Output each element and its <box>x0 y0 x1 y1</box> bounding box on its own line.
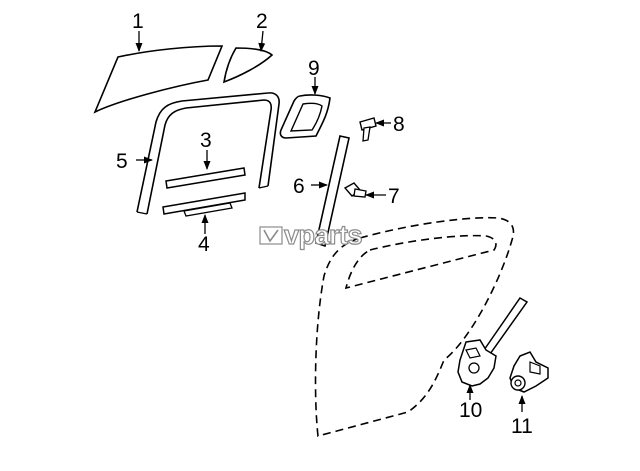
watermark-logo-mark <box>259 226 283 245</box>
leader-arrows <box>135 30 526 412</box>
part-1-door-glass[interactable] <box>93 45 224 114</box>
callout-7: 7 <box>388 185 400 208</box>
part-5-run-channel[interactable] <box>136 92 280 215</box>
part-3-belt-moulding[interactable] <box>165 167 246 189</box>
part-10-window-regulator[interactable] <box>457 297 529 387</box>
part-9-quarter-seal[interactable] <box>279 94 331 139</box>
callout-5: 5 <box>116 150 128 173</box>
arrow-2 <box>258 30 266 52</box>
callout-labels: 1 2 3 4 5 6 7 8 9 10 11 <box>116 10 533 438</box>
part-7-bolt[interactable] <box>343 182 367 198</box>
callout-10: 10 <box>459 399 482 422</box>
part-11-window-motor[interactable] <box>509 351 549 393</box>
door-outline <box>314 216 515 438</box>
callout-9: 9 <box>308 57 320 80</box>
callout-4: 4 <box>198 233 210 256</box>
watermark-logo: vparts <box>259 219 363 251</box>
part-8-bolt[interactable] <box>359 117 377 142</box>
callout-8: 8 <box>393 113 405 136</box>
callout-3: 3 <box>200 129 212 152</box>
callout-2: 2 <box>256 10 268 33</box>
part-2-quarter-glass[interactable] <box>222 47 274 84</box>
watermark-text: vparts <box>284 220 362 250</box>
callout-1: 1 <box>132 10 144 33</box>
part-4-weatherstrip[interactable] <box>162 192 246 217</box>
part-6-rear-channel[interactable] <box>315 135 350 248</box>
callout-6: 6 <box>293 175 305 198</box>
callout-11: 11 <box>511 415 533 438</box>
